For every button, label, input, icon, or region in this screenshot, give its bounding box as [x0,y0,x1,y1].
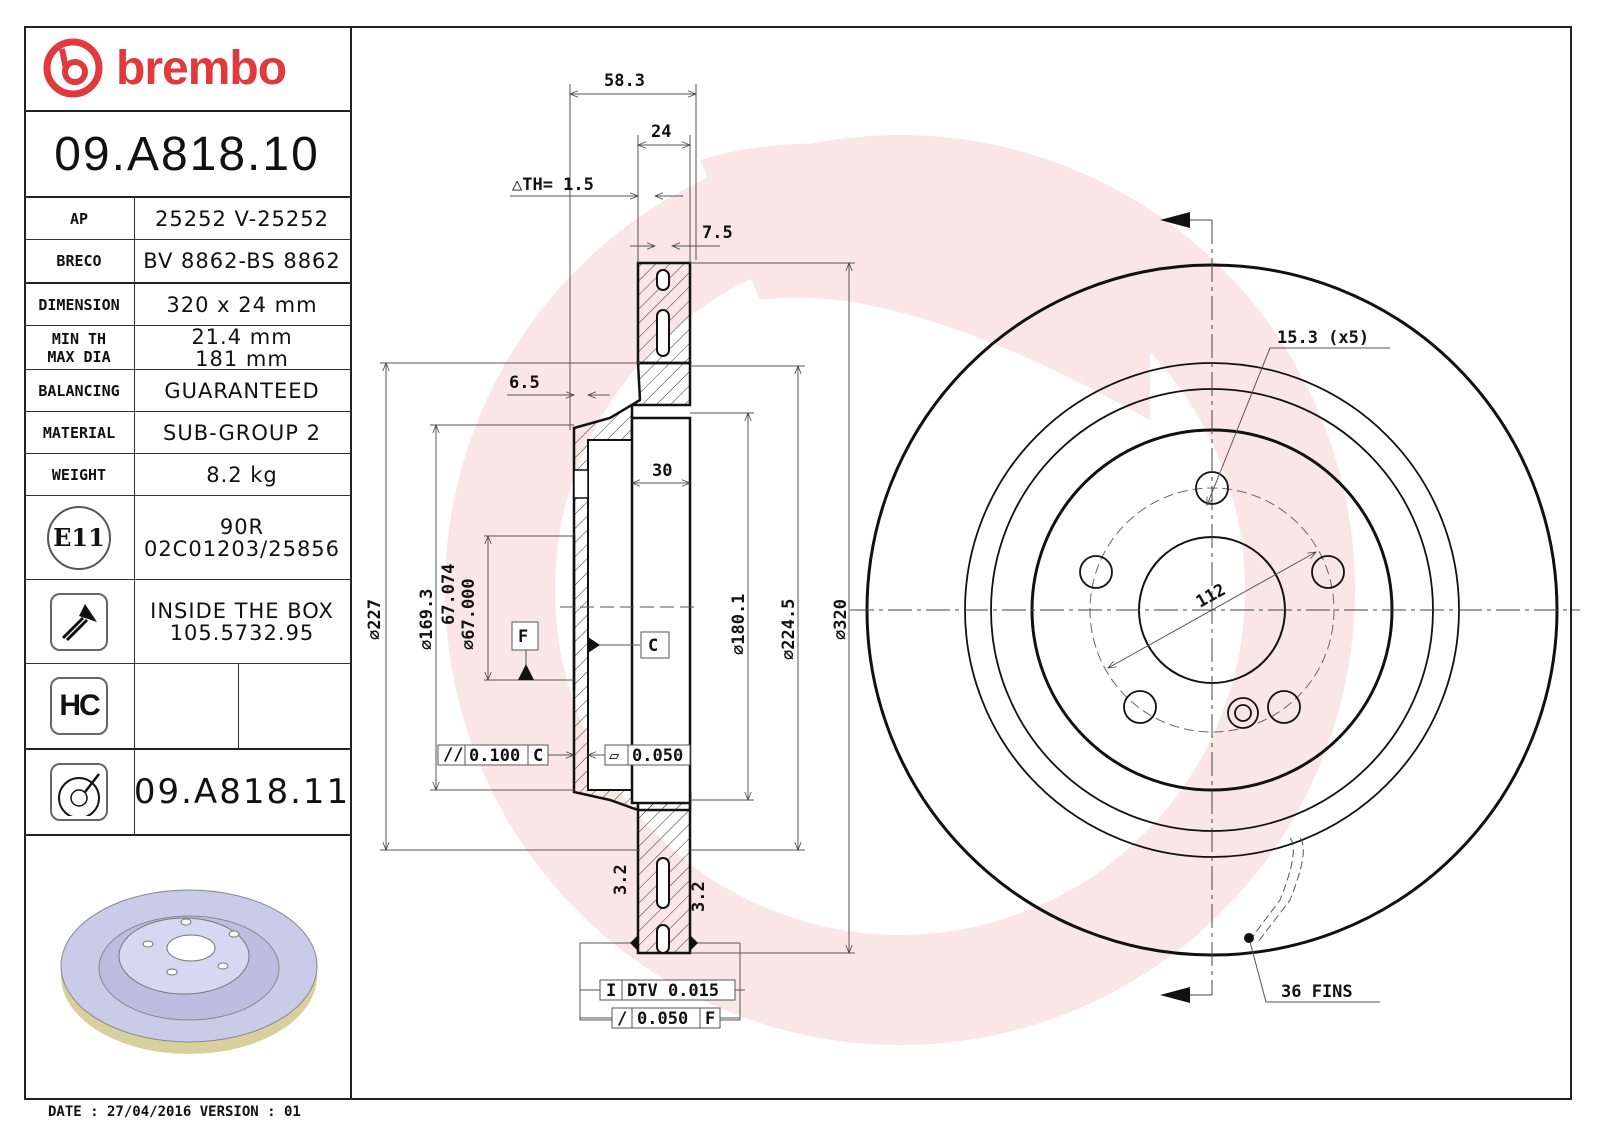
flatness-symbol: ▱ [609,746,620,766]
screws-row: INSIDE THE BOX 105.5732.95 [24,580,350,664]
parallelism-value: 0.100 [469,746,520,766]
spec-row-ap: AP 25252 V-25252 [24,198,350,240]
flatness-value: 0.050 [632,746,683,766]
spec-value: BV 8862-BS 8862 [143,249,341,273]
homologation-line: 90R [219,514,265,539]
dim-hat-wall: 6.5 [509,373,540,393]
spec-row-weight: WEIGHT 8.2 kg [24,454,350,496]
alternate-row: 09.A818.11 [24,750,350,836]
parallelism-datum: C [533,746,543,766]
dim-overall-height: 58.3 [604,71,645,91]
brand-logo: brembo [24,26,350,112]
datum-f: F [518,627,528,647]
spec-row-breco: BRECO BV 8862-BS 8862 [24,240,350,284]
hc-coating-icon: HC [50,677,108,735]
spec-label: MIN TH [51,329,107,348]
parallelism-symbol: // [443,745,463,765]
spec-row-balancing: BALANCING GUARANTEED [24,370,350,412]
spec-label: WEIGHT [24,454,135,495]
homologation-line: 02C01203/25856 [143,536,341,561]
dim-delta-th: △TH= 1.5 [512,175,594,195]
spec-row-min-th-max-dia: MIN TH MAX DIA 21.4 mm 181 mm [24,326,350,370]
dim-dia-227: ⌀227 [365,599,385,640]
spec-row-dimension: DIMENSION 320 x 24 mm [24,284,350,326]
bolt-hole-label: 15.3 (x5) [1277,328,1369,348]
runout-symbol: / [617,1009,627,1029]
homologation-row: E11 90R 02C01203/25856 [24,496,350,580]
disc-3d-render [44,856,334,1076]
title-block: brembo 09.A818.10 AP 25252 V-25252 BRECO… [24,26,352,1100]
e11-mark-icon: E11 [47,505,111,570]
drawing-frame [24,26,1572,1100]
screw-icon [50,592,108,651]
screws-line: INSIDE THE BOX [150,598,334,623]
datum-c: C [648,636,658,656]
spec-value: 320 x 24 mm [166,292,318,317]
spec-label: MAX DIA [47,347,111,366]
section-view [560,261,700,955]
date-version: DATE : 27/04/2016 VERSION : 01 [48,1104,301,1120]
spec-label: DIMENSION [24,284,135,325]
dim-dia-169: ⌀169.3 [417,589,437,650]
roughness-left: 3.2 [611,864,631,895]
spec-label: AP [24,198,135,239]
front-view [850,219,1580,1003]
dim-dia-224: ⌀224.5 [779,599,799,660]
part-number: 09.A818.10 [24,112,350,198]
dim-dia-centre-lower: ⌀67.000 [459,578,479,650]
runout-datum: F [705,1009,715,1029]
disc-with-wear-indicator-icon [50,763,108,821]
runout-value: 0.050 [637,1009,688,1029]
spec-value: 25252 V-25252 [155,206,329,231]
spec-label: BALANCING [24,370,135,411]
spec-value: SUB-GROUP 2 [163,420,321,445]
dim-hat-depth: 30 [652,461,672,481]
dim-vane-gap: 7.5 [702,223,733,243]
spec-value: 21.4 mm [191,324,293,349]
brand-name: brembo [116,41,287,95]
spec-value: 181 mm [195,346,289,371]
spec-label: MATERIAL [24,412,135,453]
dim-dia-centre-upper: 67.074 [439,564,459,625]
spec-value: GUARANTEED [164,378,320,403]
dtv-symbol: I [606,981,616,1001]
hc-row: HC [24,664,350,750]
spec-value: 8.2 kg [206,462,278,487]
dim-dia-180: ⌀180.1 [729,594,749,655]
dim-thickness: 24 [651,122,671,142]
spec-row-material: MATERIAL SUB-GROUP 2 [24,412,350,454]
hc-divider [238,664,239,748]
screws-line: 105.5732.95 [169,620,315,645]
dtv-value: DTV 0.015 [627,981,719,1001]
alternate-part-number: 09.A818.11 [133,772,351,812]
dim-dia-320: ⌀320 [831,599,851,640]
roughness-right: 3.2 [689,881,709,912]
fins-label: 36 FINS [1281,982,1353,1002]
spec-label: BRECO [24,240,135,282]
brembo-logo-icon [43,38,103,98]
